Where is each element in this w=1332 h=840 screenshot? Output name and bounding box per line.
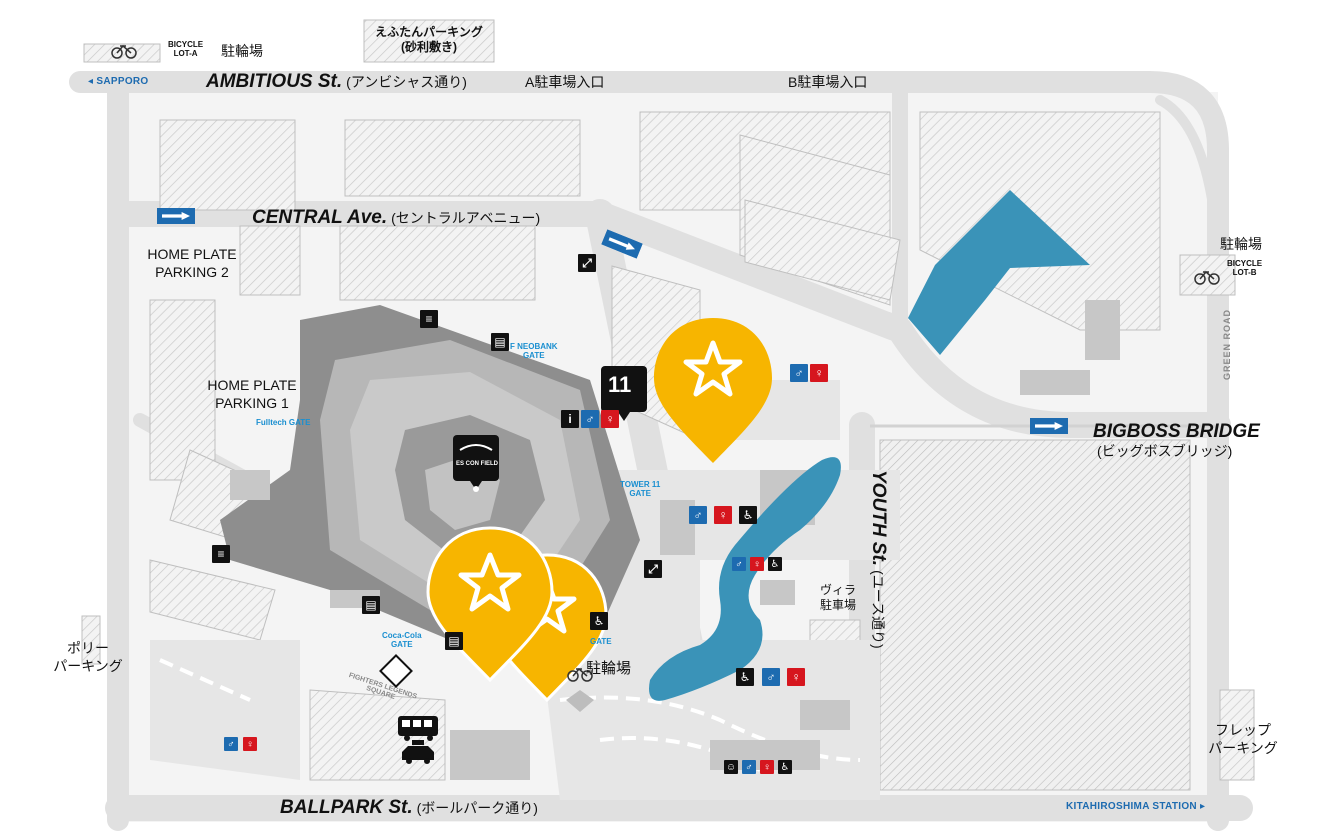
restroom-women-icon: ♀ [750, 557, 764, 571]
street-bigboss-sub: (ビッグボスブリッジ) [1097, 443, 1233, 459]
star-icon [683, 340, 743, 397]
restroom-men-icon: ♂ [732, 557, 746, 571]
escalator-icon: ⤢ [644, 560, 662, 578]
restroom-women-icon: ♀ [760, 760, 774, 774]
restroom-women-icon: ♀ [810, 364, 828, 382]
escalator-icon: ⤢ [578, 254, 596, 272]
restroom-men-icon: ♂ [762, 668, 780, 686]
parking-entrance-a[interactable]: A駐車場入口 [525, 74, 605, 90]
wheelchair-icon: ♿ [739, 506, 757, 524]
bicycle-lot-a-label: 駐輪場 [221, 43, 263, 59]
one-way-arrow-icon [1030, 418, 1068, 434]
stadium-marker[interactable] [453, 435, 499, 492]
wheelchair-icon: ♿ [736, 668, 754, 686]
street-ambitious: AMBITIOUS St.(アンビシャス通り) [206, 71, 467, 92]
south-gate[interactable]: GATE [590, 637, 612, 646]
locker-icon: ▤ [362, 596, 380, 614]
street-bigboss: BIGBOSS BRIDGE [1093, 421, 1260, 442]
restroom-men-icon: ♂ [742, 760, 756, 774]
wheelchair-icon: ♿ [590, 612, 608, 630]
bus-icon [398, 716, 438, 741]
restroom-women-icon: ♀ [787, 668, 805, 686]
street-youth: YOUTH St.(ユース通り) [868, 470, 889, 649]
green-road-label: GREEN ROAD [1222, 308, 1232, 380]
restroom-women-icon: ♀ [601, 410, 619, 428]
restroom-women-icon: ♀ [243, 737, 257, 751]
pond-south [649, 457, 841, 701]
bicycle-lot-b-label: 駐輪場 [1220, 236, 1262, 252]
pond-north [908, 190, 1090, 355]
locker-icon: ▤ [445, 632, 463, 650]
tower11-marker[interactable] [601, 366, 647, 421]
hatched-lots [81, 19, 1255, 791]
restroom-men-icon: ♂ [224, 737, 238, 751]
efutan-parking-label: えふたんパーキング(砂利敷き) [375, 25, 483, 54]
fulltech-gate[interactable]: Fulltech GATE [256, 418, 311, 427]
stadium-logo: ES CON FIELD [456, 461, 499, 467]
restroom-women-icon: ♀ [714, 506, 732, 524]
smoking-icon: ≡ [212, 545, 230, 563]
locker-icon: ▤ [491, 333, 509, 351]
bicycle-south-label: 駐輪場 [586, 660, 632, 677]
restroom-men-icon: ♂ [689, 506, 707, 524]
taxi-icon [402, 740, 434, 764]
one-way-arrow-icon [157, 208, 195, 224]
tower11-logo: 11 [608, 372, 632, 397]
villa-parking[interactable]: ヴィラ駐車場 [819, 583, 856, 612]
restroom-men-icon: ♂ [790, 364, 808, 382]
bicycle-icon [111, 44, 1220, 682]
direction-kitahiroshima[interactable]: KITAHIROSHIMA STATION ▸ [1066, 801, 1206, 812]
field-icon [566, 690, 594, 712]
polly-parking[interactable]: ポリーパーキング [53, 640, 123, 674]
info-icon: i [561, 410, 579, 428]
smoking-icon: ≡ [420, 310, 438, 328]
pin-north[interactable] [654, 318, 772, 463]
flep-parking[interactable]: フレップパーキング [1208, 722, 1278, 756]
nursing-room-icon: ☺ [724, 760, 738, 774]
street-central: CENTRAL Ave.(セントラルアベニュー) [252, 207, 541, 228]
direction-sapporo[interactable]: ◂ SAPPORO [88, 76, 149, 87]
street-ballpark: BALLPARK St.(ボールパーク通り) [280, 797, 538, 818]
parking-entrance-b[interactable]: B駐車場入口 [788, 74, 868, 90]
restroom-men-icon: ♂ [581, 410, 599, 428]
wheelchair-icon: ♿ [768, 557, 782, 571]
wheelchair-icon: ♿ [778, 760, 792, 774]
